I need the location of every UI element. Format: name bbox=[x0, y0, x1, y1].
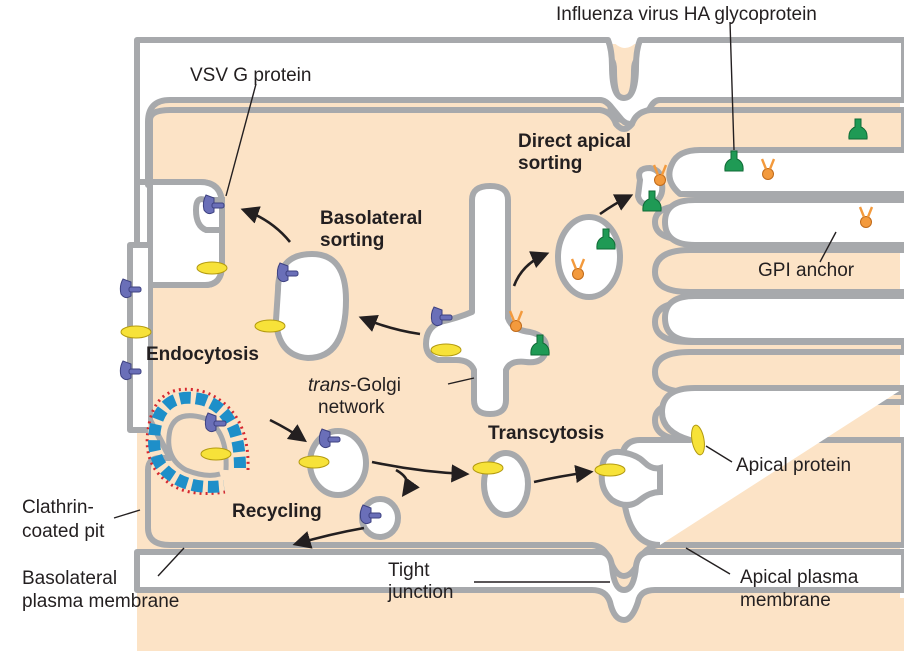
gpi-anchor-label: GPI anchor bbox=[758, 260, 855, 281]
apical-protein-label: Apical protein bbox=[736, 455, 852, 476]
trans-golgi-label: trans-Golgi bbox=[308, 375, 401, 397]
arrow-icon bbox=[240, 206, 292, 243]
trans-golgi-network bbox=[423, 183, 550, 417]
basolateral-pm-label-line2: plasma membrane bbox=[22, 591, 180, 612]
arrow-icon bbox=[533, 464, 594, 484]
lower-cell-cytoplasm bbox=[137, 598, 904, 651]
recycling-label: Recycling bbox=[232, 501, 322, 522]
direct-apical-vesicle bbox=[555, 214, 623, 300]
apical-protein-icon bbox=[472, 461, 504, 475]
basolateral-pm-label-line1: Basolateral bbox=[22, 568, 118, 589]
apical-protein-icon bbox=[200, 447, 232, 461]
apical-pm-label-line1: Apical plasma bbox=[740, 567, 859, 588]
pathway-arrows bbox=[240, 194, 634, 549]
direct-apical-label-line1: Direct apical bbox=[518, 131, 631, 152]
apical-protein-icon bbox=[120, 325, 152, 339]
tight-junction-label-line1: Tight bbox=[388, 560, 430, 581]
arrow-icon bbox=[371, 460, 470, 483]
apical-pm-label-line2: membrane bbox=[740, 590, 831, 611]
transcytosis-label: Transcytosis bbox=[488, 423, 605, 444]
basolateral-sorting-label-line1: Basolateral bbox=[320, 208, 423, 229]
basolateral-sorting-label-line2: sorting bbox=[320, 230, 385, 251]
apical-protein-icon bbox=[196, 261, 228, 275]
arrow-icon bbox=[292, 526, 365, 549]
bottom-junction-channel bbox=[134, 549, 904, 623]
clathrin-label-line2: coated pit bbox=[22, 521, 105, 542]
clathrin-label-line1: Clathrin- bbox=[22, 497, 94, 518]
arrow-icon bbox=[599, 194, 634, 216]
endocytosis-label: Endocytosis bbox=[146, 344, 259, 365]
basolateral-vesicle bbox=[272, 250, 350, 362]
arrow-icon bbox=[269, 418, 307, 443]
influenza-label: Influenza virus HA glycoprotein bbox=[556, 4, 817, 25]
vsv-label: VSV G protein bbox=[190, 65, 312, 86]
arrow-icon bbox=[358, 314, 421, 336]
arrow-icon bbox=[395, 468, 420, 497]
leader-lines bbox=[113, 21, 837, 583]
clathrin-coat-icon bbox=[148, 391, 246, 493]
arrow-icon bbox=[512, 251, 550, 287]
apical-protein-icon bbox=[298, 455, 330, 469]
apical-protein-icon bbox=[594, 463, 626, 477]
trans-golgi-rest: -Golgi bbox=[350, 375, 401, 396]
direct-apical-label-line2: sorting bbox=[518, 153, 583, 174]
tight-junction-label-line2: junction bbox=[388, 582, 454, 603]
trans-golgi-italic: trans bbox=[308, 375, 351, 396]
apical-protein-icon bbox=[254, 319, 286, 333]
network-label: network bbox=[318, 397, 385, 418]
apical-protein-icon bbox=[430, 343, 462, 357]
